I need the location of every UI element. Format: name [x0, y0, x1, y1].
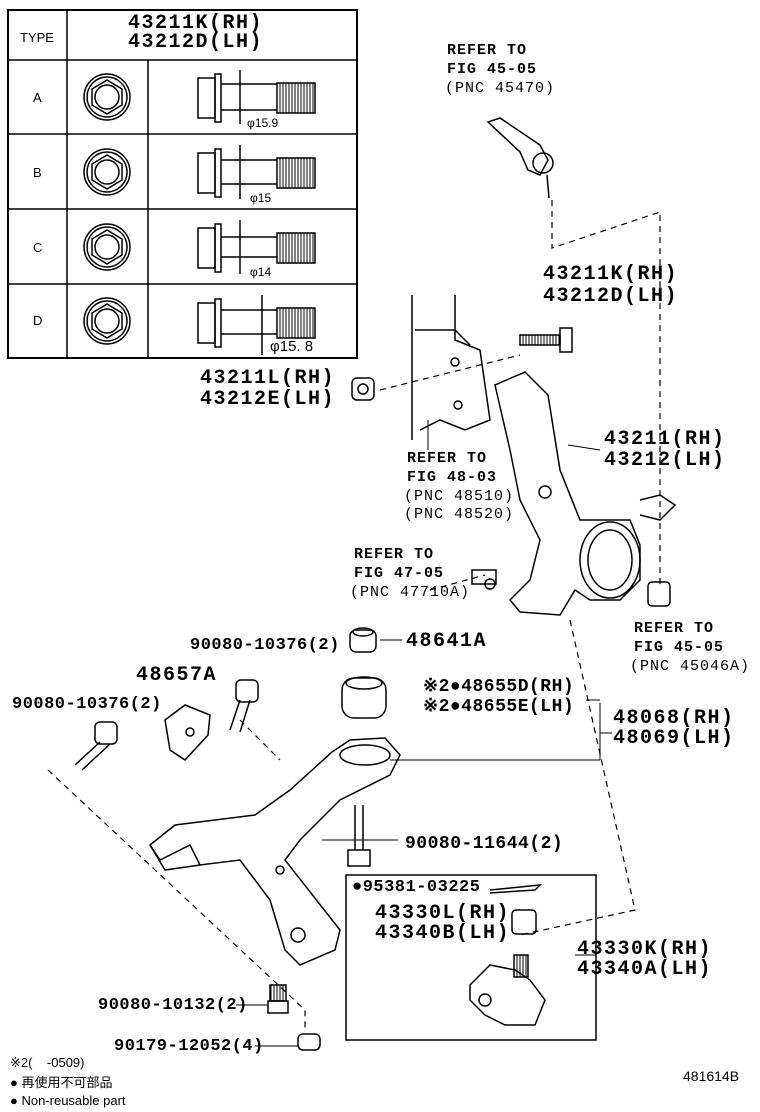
part-number: 43340A(LH) — [577, 958, 713, 981]
part-number: 43212D(LH) — [543, 285, 679, 308]
refer-label[interactable]: FIG 48-03 — [407, 469, 498, 486]
part-number: 90080-10376(2) — [12, 695, 162, 714]
camber-bolt — [519, 327, 573, 353]
strut — [411, 295, 491, 440]
part-number: 90080-10376(2) — [190, 636, 340, 655]
ball-joint-box — [345, 874, 597, 1041]
refer-label: (PNC 45470) — [445, 80, 556, 97]
footnote-non-reusable-jp: ● 再使用不可部品 — [10, 1075, 113, 1090]
ball-joint — [469, 954, 546, 1026]
part-number: 43211L(RH) — [200, 367, 336, 390]
nut-90179-12052 — [297, 1033, 321, 1051]
refer-label[interactable]: FIG 45-05 — [447, 61, 538, 78]
part-number: 90080-11644(2) — [405, 834, 564, 854]
castle-nut — [511, 909, 537, 935]
diameter-label: φ15.9 — [247, 116, 279, 130]
sensor-bolt — [471, 569, 497, 590]
part-number: 48068(RH) — [613, 707, 735, 730]
part-number: 90179-12052(4) — [114, 1037, 264, 1056]
dashed-leader-lines — [47, 200, 661, 1030]
refer-label: REFER TO — [407, 450, 488, 467]
refer-label: (PNC 48510) — [404, 488, 515, 505]
bolt-90080-10376-b — [74, 721, 118, 771]
part-number: 43211K(RH) — [543, 263, 679, 286]
bushing-48641A — [349, 627, 377, 653]
type-header: TYPE — [20, 30, 54, 45]
figure-code: 481614B — [683, 1068, 740, 1084]
refer-label: REFER TO — [447, 42, 528, 59]
bracket-48657A — [164, 704, 211, 761]
part-number: 90080-10132(2) — [98, 996, 248, 1015]
part-number: 43330L(RH) — [375, 902, 511, 925]
steering-knuckle — [494, 371, 677, 616]
bolt-90080-11644 — [347, 805, 371, 867]
part-number: 43330K(RH) — [577, 938, 713, 961]
refer-label: (PNC 48520) — [404, 506, 515, 523]
bolt-90080-10376-a — [229, 679, 259, 733]
bolt-side-icons — [197, 70, 316, 355]
part-number: 48657A — [136, 664, 218, 687]
part-number: ※2●48655E(LH) — [423, 697, 575, 717]
part-number: 43212E(LH) — [200, 388, 336, 411]
table-part-rh: 43211K(RH) — [128, 12, 264, 35]
type-row-label: B — [33, 165, 42, 180]
diameter-label: φ15. 8 — [270, 338, 314, 355]
type-row-label: A — [33, 90, 42, 105]
footnote-period: ※2( -0509) — [10, 1055, 85, 1070]
cotter-pin — [489, 884, 543, 894]
refer-label: (PNC 47710A) — [350, 584, 471, 601]
part-number: ※2●48655D(RH) — [423, 677, 575, 697]
table-part-lh: 43212D(LH) — [128, 31, 264, 54]
refer-label: (PNC 45046A) — [630, 658, 751, 675]
footnote-non-reusable-en: ● Non-reusable part — [10, 1093, 126, 1108]
type-table-grid — [7, 9, 358, 359]
diameter-label: φ14 — [250, 265, 272, 279]
refer-label[interactable]: FIG 45-05 — [634, 639, 725, 656]
nut-43211L — [351, 377, 375, 401]
refer-label: REFER TO — [354, 546, 435, 563]
part-number: ●95381-03225 — [352, 878, 481, 897]
bolt-90080-10132 — [267, 984, 289, 1014]
type-row-label: C — [33, 240, 43, 255]
part-number: 48069(LH) — [613, 727, 735, 750]
bushing-48655 — [341, 676, 387, 719]
lower-control-arm — [148, 737, 401, 966]
bolt-head-icons — [83, 73, 131, 345]
part-number: 48641A — [406, 630, 488, 653]
refer-label: REFER TO — [634, 620, 715, 637]
tie-rod-end — [486, 117, 554, 199]
part-number: 43212(LH) — [604, 449, 726, 472]
nut-45046A — [647, 581, 671, 607]
type-row-label: D — [33, 313, 43, 328]
diameter-label: φ15 — [250, 191, 272, 205]
leader-lines — [236, 420, 612, 1047]
refer-label[interactable]: FIG 47-05 — [354, 565, 445, 582]
part-number: 43340B(LH) — [375, 922, 511, 945]
part-number: 43211(RH) — [604, 428, 726, 451]
